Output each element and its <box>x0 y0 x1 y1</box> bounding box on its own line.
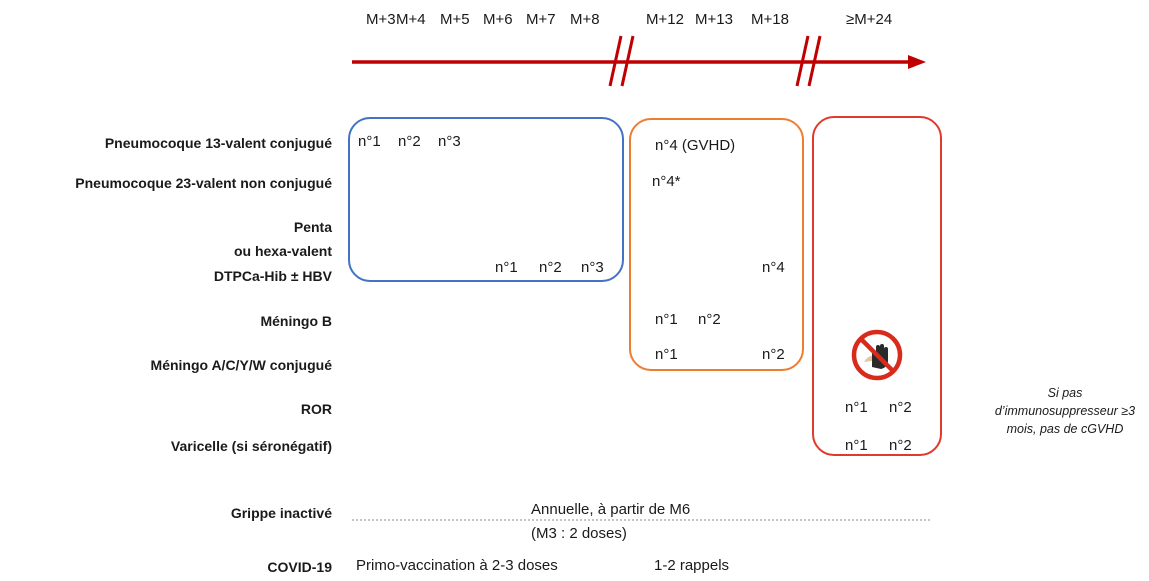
vaccine-label-pneumo13: Pneumocoque 13-valent conjugué <box>104 135 332 151</box>
vaccine-label-ror: ROR <box>300 401 332 417</box>
month-label: M+13 <box>695 11 733 28</box>
booster-box <box>629 118 804 371</box>
vaccine-label-dtpca: DTPCa-Hib ± HBV <box>213 268 332 284</box>
month-label: M+8 <box>570 11 600 28</box>
month-label: M+12 <box>646 11 684 28</box>
note-line-1: Si pas <box>1047 386 1083 400</box>
covid-rappels: 1-2 rappels <box>654 557 730 574</box>
dose-varicelle-1: n°1 <box>845 437 868 454</box>
dose-meningo-b-2: n°2 <box>698 311 721 328</box>
covid-primo: Primo-vaccination à 2-3 doses <box>356 557 558 574</box>
stop-hand-icon <box>851 329 903 381</box>
dose-pneumo13-2: n°2 <box>398 133 421 150</box>
late-vaccines-box <box>812 116 942 456</box>
primary-series-box <box>348 117 624 282</box>
note-line-3: mois, pas de cGVHD <box>1006 422 1124 436</box>
timeline-break-1 <box>608 35 635 87</box>
month-label: M+18 <box>751 11 789 28</box>
grippe-schedule: Annuelle, à partir de M6 <box>531 501 691 518</box>
dose-penta-1: n°1 <box>495 259 518 276</box>
vaccine-label-meningo-b: Méningo B <box>260 313 332 329</box>
month-label: M+7 <box>526 11 556 28</box>
month-label: M+3 <box>366 11 396 28</box>
dose-varicelle-2: n°2 <box>889 437 912 454</box>
grippe-label: Grippe inactivé <box>230 505 332 521</box>
dose-meningo-acyw-2: n°2 <box>762 346 785 363</box>
dose-pneumo13-1: n°1 <box>358 133 381 150</box>
dose-ror-1: n°1 <box>845 399 868 416</box>
dose-pneumo13-4: n°4 (GVHD) <box>655 137 736 154</box>
note-line-2: d’immunosuppresseur ≥3 <box>994 404 1136 418</box>
grippe-m3-note: (M3 : 2 doses) <box>531 525 627 542</box>
dose-penta-3: n°3 <box>581 259 604 276</box>
vaccine-label-penta: Penta <box>293 219 332 235</box>
dose-penta-2: n°2 <box>539 259 562 276</box>
dose-pneumo23-4: n°4* <box>652 173 681 190</box>
vaccine-label-varicelle: Varicelle (si séronégatif) <box>170 438 332 454</box>
vaccine-label-hexa: ou hexa-valent <box>233 243 332 259</box>
dose-meningo-b-1: n°1 <box>655 311 678 328</box>
timeline-break-2 <box>795 35 822 87</box>
month-label: M+4 <box>396 11 426 28</box>
covid-label: COVID-19 <box>267 559 332 575</box>
dose-meningo-acyw-1: n°1 <box>655 346 678 363</box>
dose-ror-2: n°2 <box>889 399 912 416</box>
month-label: M+5 <box>440 11 470 28</box>
month-label: M+6 <box>483 11 513 28</box>
vaccine-label-meningo-acyw: Méningo A/C/Y/W conjugué <box>150 357 332 373</box>
month-label: ≥M+24 <box>846 11 893 28</box>
timeline-arrowhead <box>908 55 926 69</box>
dose-pneumo13-3: n°3 <box>438 133 461 150</box>
vaccine-label-pneumo23: Pneumocoque 23-valent non conjugué <box>75 175 332 191</box>
dose-penta-4: n°4 <box>762 259 785 276</box>
